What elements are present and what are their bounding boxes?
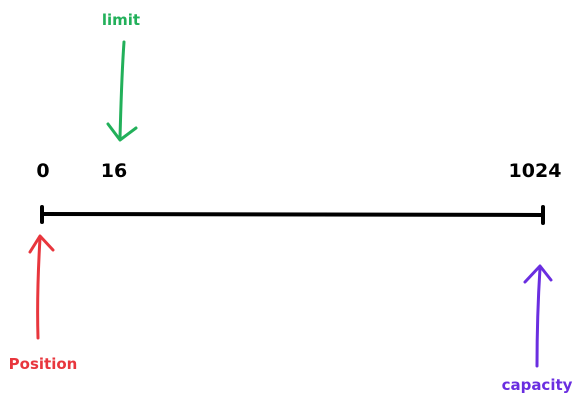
buffer-line bbox=[40, 205, 545, 225]
tick-label-end: 1024 bbox=[509, 160, 562, 182]
capacity-arrow bbox=[523, 264, 553, 368]
tick-label-start: 0 bbox=[36, 160, 49, 182]
position-label: Position bbox=[9, 355, 78, 373]
limit-arrow bbox=[106, 40, 138, 142]
limit-label: limit bbox=[102, 11, 140, 29]
position-arrow bbox=[28, 234, 55, 340]
capacity-label: capacity bbox=[502, 376, 573, 394]
tick-label-limit: 16 bbox=[101, 160, 127, 182]
